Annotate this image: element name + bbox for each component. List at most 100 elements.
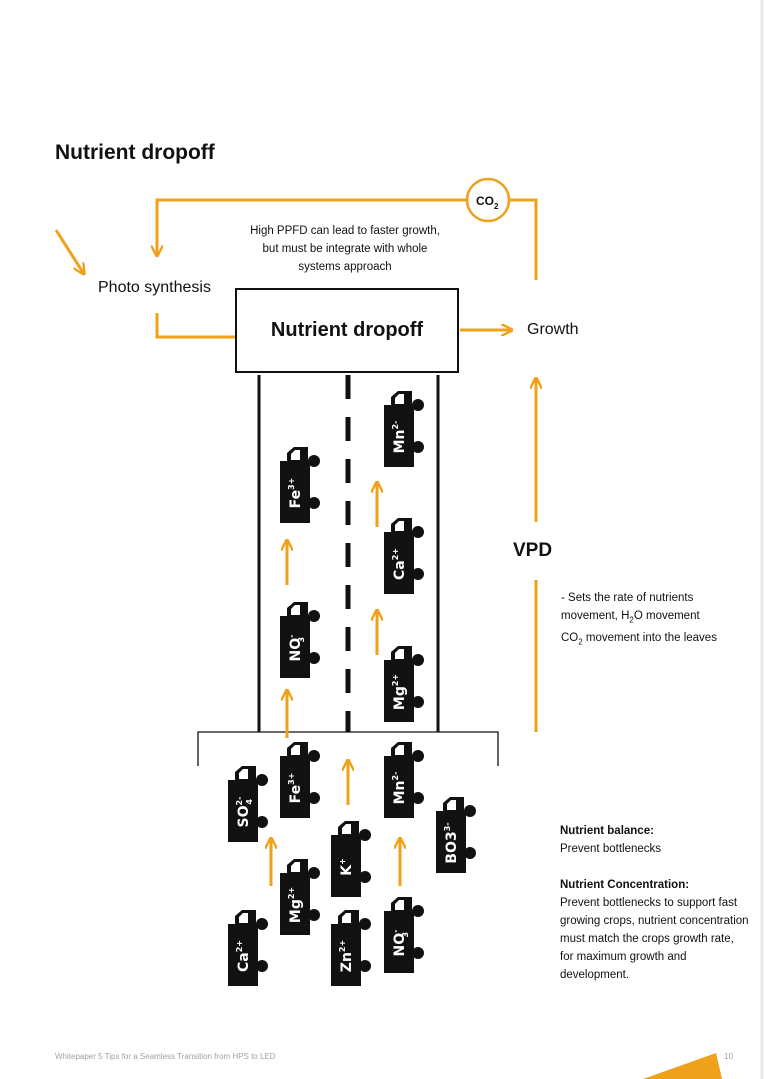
- truck-body: [331, 835, 361, 897]
- truck-label-part: -: [287, 635, 296, 638]
- truck-wheel: [412, 750, 424, 762]
- nutrient-truck-mn-road: Mn2-: [384, 391, 424, 467]
- nutrient-truck-mg-road: Mg2+: [384, 646, 424, 722]
- nutrient-truck-k: K+: [331, 821, 371, 897]
- truck-window: [342, 824, 351, 834]
- truck-wheel: [412, 905, 424, 917]
- truck-label-part: 3+: [287, 478, 296, 490]
- truck-label-part: 2-: [235, 797, 244, 806]
- truck-label-part: -: [391, 930, 400, 933]
- flow-arrows: [271, 482, 400, 886]
- truck-label-part: 2+: [391, 548, 400, 560]
- balance-heading: Nutrient balance:: [560, 825, 654, 837]
- nutrient-truck-fe-base: Fe3+: [280, 742, 320, 818]
- truck-window: [239, 769, 248, 779]
- concentration-heading: Nutrient Concentration:: [560, 879, 690, 891]
- truck-wheel: [412, 399, 424, 411]
- truck-window: [342, 913, 351, 923]
- truck-wheel: [308, 497, 320, 509]
- truck-label-part: NO: [288, 638, 304, 662]
- vpd-line-3-sub: 2: [578, 637, 583, 647]
- vpd-title: VPD: [513, 540, 553, 561]
- truck-body: [331, 924, 361, 986]
- truck-label-part: Mg: [392, 686, 408, 710]
- light-arrow: [54, 229, 84, 274]
- truck-body: [436, 811, 466, 873]
- vpd-line-2-post: O movement: [633, 610, 700, 622]
- vpd-line-3-text: CO: [561, 632, 579, 645]
- truck-label-part: Mg: [288, 899, 304, 923]
- truck-label-part: 3-: [443, 822, 452, 831]
- loop-line-right: [510, 198, 538, 280]
- co2-circle: [465, 177, 511, 223]
- truck-window: [447, 800, 456, 810]
- nutrient-truck-bo3: BO33-: [436, 797, 476, 873]
- nutrient-truck-ca-base: Ca2+: [228, 910, 268, 986]
- truck-wheel: [308, 750, 320, 762]
- vpd-line-2: movement, H2O movement: [561, 607, 717, 629]
- loop-line-left: [157, 198, 466, 256]
- nutrient-notes: Nutrient balance: Prevent bottlenecks Nu…: [560, 822, 750, 984]
- co2-sub: 2: [494, 202, 499, 211]
- page-number: 10: [724, 1052, 733, 1061]
- truck-wheel: [412, 568, 424, 580]
- truck-label-part: 4: [245, 799, 254, 805]
- road: [197, 375, 499, 766]
- truck-body: [384, 911, 414, 973]
- truck-label-part: Zn: [339, 952, 355, 972]
- truck-body: [280, 461, 310, 523]
- truck-body: [384, 660, 414, 722]
- vpd-line-2-text: movement, H: [561, 610, 630, 622]
- truck-wheel: [308, 909, 320, 921]
- truck-wheel: [359, 960, 371, 972]
- truck-label-part: 2+: [391, 674, 400, 686]
- truck-label: Fe3+: [287, 773, 304, 804]
- truck-wheel: [412, 947, 424, 959]
- nutrient-truck-fe-road: Fe3+: [280, 447, 320, 523]
- growth-label: Growth: [527, 321, 579, 338]
- truck-body: [384, 756, 414, 818]
- truck-label: Mg2+: [391, 674, 408, 710]
- balance-text: Prevent bottlenecks: [560, 843, 662, 855]
- nutrient-truck-no3-base: NO-3: [384, 897, 424, 973]
- vpd-line-3: CO2 movement into the leaves: [561, 629, 717, 651]
- truck-wheel: [256, 774, 268, 786]
- truck-body: [280, 616, 310, 678]
- truck-label: Zn2+: [338, 940, 355, 972]
- truck-wheel: [308, 610, 320, 622]
- truck-label: Mn2-: [391, 421, 408, 454]
- truck-label-part: Fe: [288, 490, 304, 509]
- nutrient-truck-ca-road: Ca2+: [384, 518, 424, 594]
- truck-window: [395, 649, 404, 659]
- truck-label-part: 2-: [391, 772, 400, 781]
- truck-label-part: 2-: [391, 421, 400, 430]
- truck-wheel: [359, 829, 371, 841]
- truck-label-part: SO: [236, 805, 252, 827]
- truck-wheel: [359, 918, 371, 930]
- truck-label-part: Mn: [392, 780, 408, 804]
- truck-label-part: 2+: [338, 940, 347, 952]
- truck-label-part: +: [338, 858, 347, 865]
- truck-label-part: 3: [401, 932, 410, 938]
- truck-window: [395, 900, 404, 910]
- truck-label-part: Mn: [392, 429, 408, 453]
- nutrient-truck-zn: Zn2+: [331, 910, 371, 986]
- co2-base: CO: [476, 194, 494, 208]
- truck-wheel: [464, 847, 476, 859]
- truck-label: Ca2+: [235, 940, 252, 972]
- truck-label-part: 3: [297, 637, 306, 643]
- corner-accent-triangle: [643, 1053, 722, 1079]
- truck-wheel: [308, 867, 320, 879]
- truck-label: NO-3: [391, 930, 410, 957]
- ppfd-note: High PPFD can lead to faster growth, but…: [230, 222, 460, 276]
- truck-label: Mn2-: [391, 772, 408, 805]
- truck-body: [280, 873, 310, 935]
- truck-wheel: [412, 792, 424, 804]
- note-line: systems approach: [298, 261, 392, 273]
- truck-body: [384, 405, 414, 467]
- truck-window: [395, 394, 404, 404]
- truck-body: [228, 924, 258, 986]
- truck-wheel: [359, 871, 371, 883]
